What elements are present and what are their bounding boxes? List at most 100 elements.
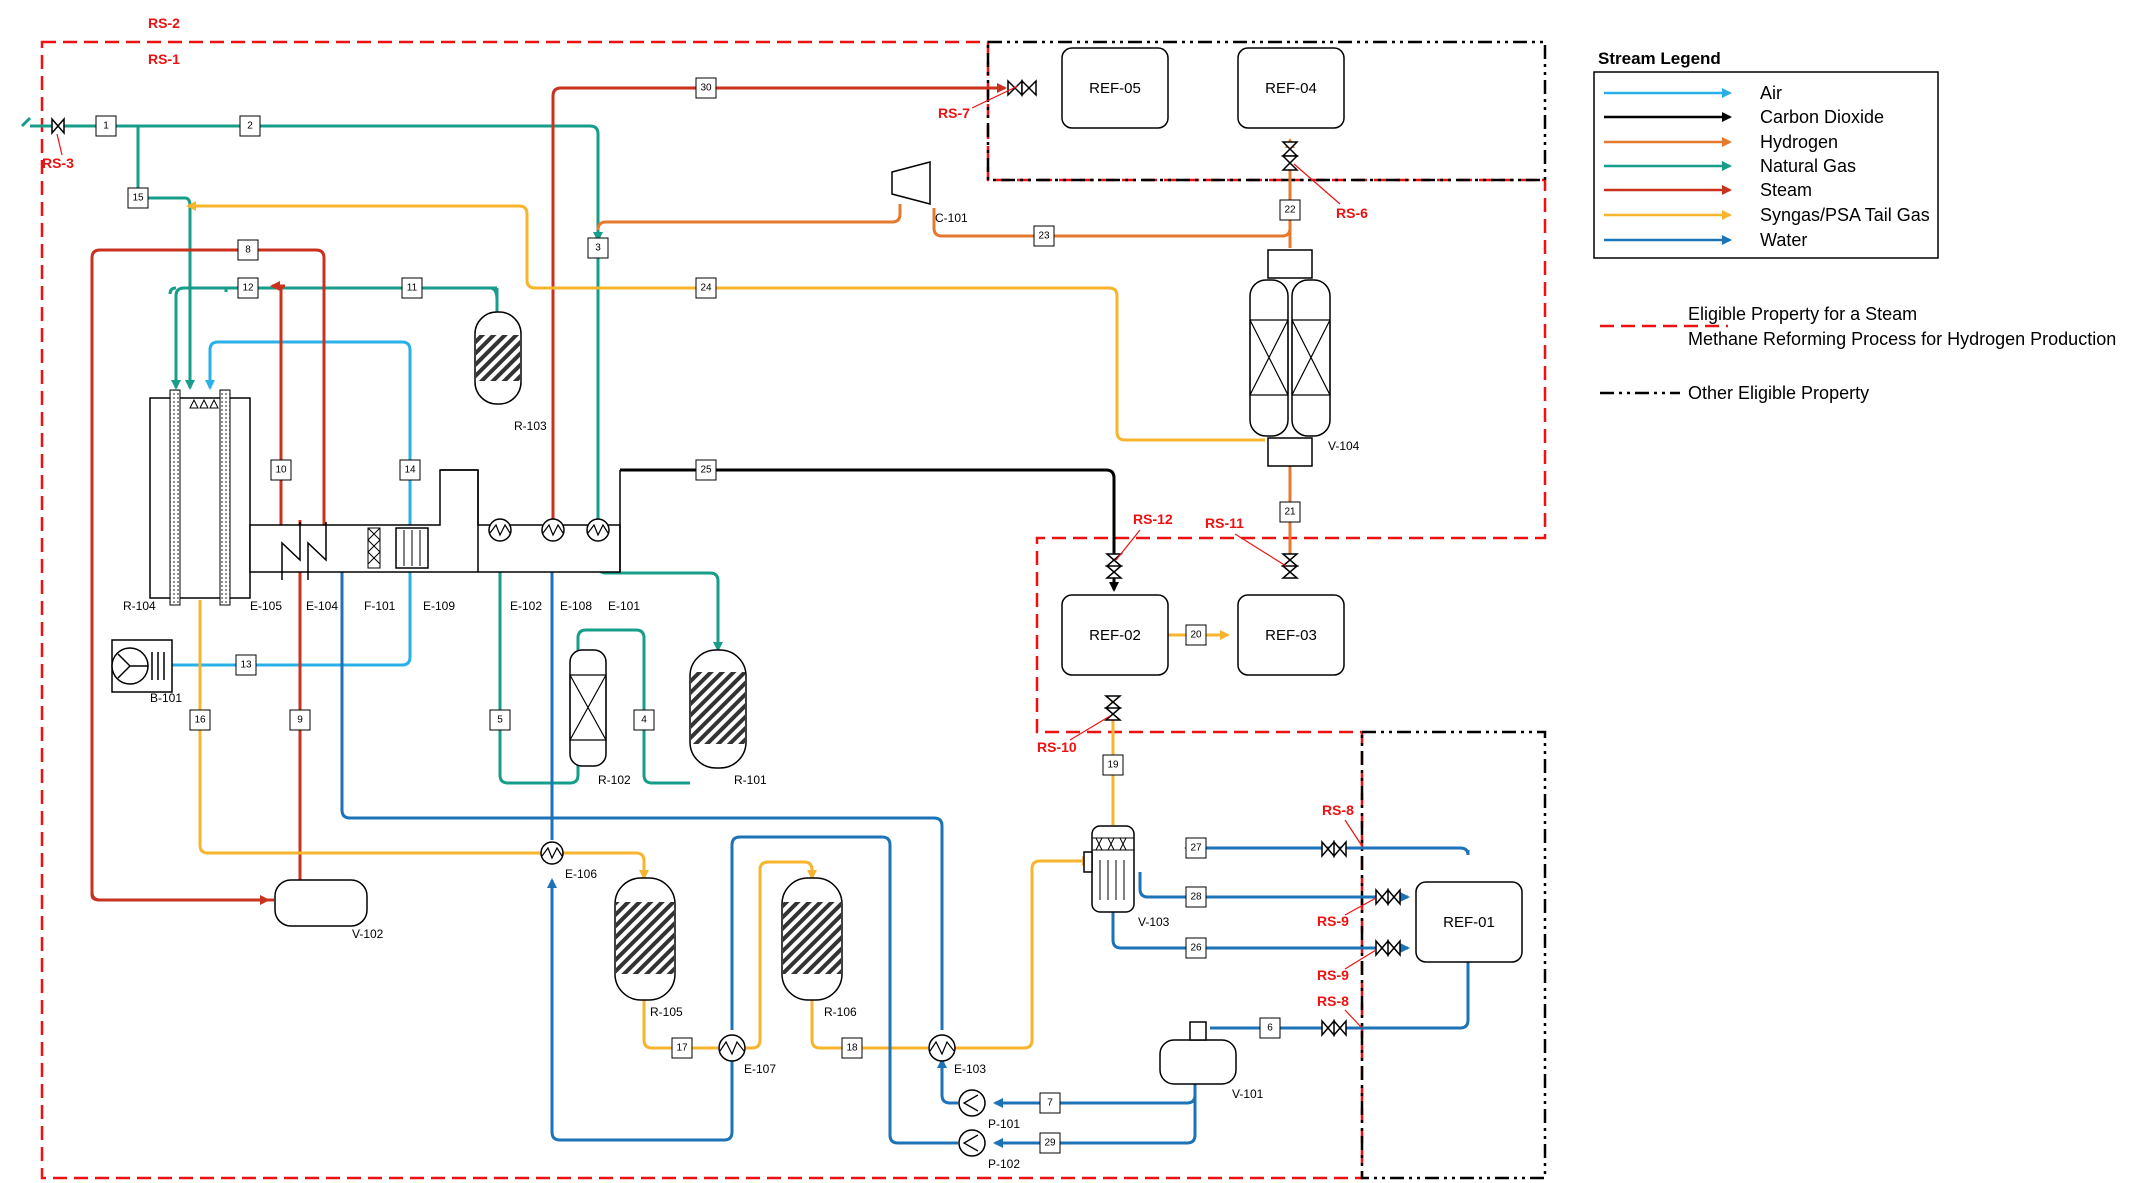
ref-04-box[interactable] <box>1237 47 1345 129</box>
label-v104: V-104 <box>1328 439 1360 453</box>
stream-28: 28 <box>1185 886 1207 908</box>
stream-3-label: 3 <box>595 243 601 254</box>
blower-b101-blades <box>117 653 148 679</box>
stream-17: 17 <box>671 1037 693 1059</box>
exchanger-e101[interactable] <box>586 518 610 542</box>
ref-03-box[interactable] <box>1237 594 1345 676</box>
pipe-water-26 <box>1111 912 1410 953</box>
reformer-furnace-r104[interactable] <box>149 397 251 599</box>
stream-29: 29 <box>1039 1132 1061 1154</box>
stream-10: 10 <box>270 459 292 481</box>
pipe-ng-main <box>30 124 603 242</box>
pipe-water-e103-out <box>337 543 944 1030</box>
reactor-r106-bed <box>783 902 841 974</box>
equipment <box>111 47 1523 1157</box>
exchanger-e102[interactable] <box>488 518 512 542</box>
label-v102: V-102 <box>352 927 384 941</box>
ref-05-box[interactable] <box>1061 47 1169 129</box>
rs-8a-leader <box>1344 819 1363 847</box>
valve-rs8b[interactable] <box>1321 1018 1347 1038</box>
label-e103: E-103 <box>954 1062 986 1076</box>
stream-13: 13 <box>235 654 257 676</box>
pipe-water-27 <box>1184 843 1470 856</box>
exchanger-e102-zig <box>489 523 511 537</box>
valve-rs6[interactable] <box>1281 141 1299 157</box>
rs-9a-label: RS-9 <box>1317 913 1349 929</box>
stream-19: 19 <box>1102 754 1124 776</box>
exchanger-e103[interactable] <box>928 1034 956 1062</box>
rs-6-label: RS-6 <box>1336 205 1368 221</box>
legend-item-steam: Steam <box>1604 180 1812 200</box>
label-p102: P-102 <box>988 1157 1020 1171</box>
valve-rs10[interactable] <box>1103 695 1123 721</box>
pump-p101-tri <box>962 1094 979 1112</box>
stream-8: 8 <box>237 239 259 261</box>
legend-item-co2: Carbon Dioxide <box>1604 107 1884 127</box>
label-e102: E-102 <box>510 599 542 613</box>
psa-v104-top[interactable] <box>1267 249 1313 279</box>
rs-6-leader <box>1293 163 1341 205</box>
rs-7-leader <box>971 85 1019 109</box>
stream-28-label: 28 <box>1190 892 1202 903</box>
legend-label-natural-gas: Natural Gas <box>1760 156 1856 176</box>
stream-27-label: 27 <box>1190 843 1202 854</box>
ref-05-label: REF-05 <box>1089 80 1141 97</box>
label-r101: R-101 <box>734 773 767 787</box>
exchanger-e107[interactable] <box>718 1034 746 1062</box>
stream-26-label: 26 <box>1190 943 1202 954</box>
vessel-v103-internals <box>1092 837 1134 900</box>
legend-label-hydrogen: Hydrogen <box>1760 132 1838 152</box>
valve-rs9a[interactable] <box>1375 887 1401 907</box>
legend-boundary-eligible-line1: Eligible Property for a Steam <box>1688 304 1917 324</box>
stream-11-label: 11 <box>407 283 418 294</box>
pump-p101[interactable] <box>958 1089 986 1117</box>
stream-legend: Stream Legend Air Carbon Dioxide Hydroge… <box>1593 49 2116 403</box>
vessel-v103-inlet <box>1083 851 1093 873</box>
label-r103: R-103 <box>514 419 547 433</box>
pipe-syn-e103 <box>954 856 1092 1050</box>
valve-rs8a[interactable] <box>1321 839 1347 859</box>
reformer-tube-left <box>169 389 181 606</box>
pipe-syn-16 <box>198 600 649 880</box>
psa-v104-bottom[interactable] <box>1267 437 1313 467</box>
pump-p102-tri <box>962 1134 979 1152</box>
stream-18-label: 18 <box>846 1043 858 1054</box>
ref-01-box[interactable] <box>1415 881 1523 963</box>
drum-v102[interactable] <box>274 879 368 927</box>
valve-rs7b[interactable] <box>1021 79 1037 97</box>
stream-16: 16 <box>189 709 211 731</box>
valve-feed[interactable] <box>51 116 65 136</box>
pipe-syn-17 <box>642 1000 718 1050</box>
pipe-ng-3 <box>589 240 600 530</box>
stream-13-label: 13 <box>240 660 252 671</box>
rs-8a-label: RS-8 <box>1322 802 1354 818</box>
stream-15-label: 15 <box>132 193 144 204</box>
compressor-c101[interactable] <box>891 161 931 205</box>
stream-5-label: 5 <box>497 715 503 726</box>
reactor-r105-bed <box>616 902 674 974</box>
stream-8-label: 8 <box>245 245 251 256</box>
legend-label-steam: Steam <box>1760 180 1812 200</box>
stream-27: 27 <box>1185 837 1207 859</box>
tank-v101[interactable] <box>1159 1039 1237 1085</box>
exchanger-e101-zig <box>587 523 609 537</box>
tank-v101-nozzle <box>1189 1021 1207 1041</box>
pipe-water-29 <box>993 1070 1197 1148</box>
stream-29-label: 29 <box>1044 1138 1056 1149</box>
rs-labels: RS-2 RS-1 RS-3 RS-7 RS-6 RS-12 RS-11 RS-… <box>42 15 1377 1029</box>
ref-03-label: REF-03 <box>1265 627 1317 644</box>
pump-p102[interactable] <box>958 1129 986 1157</box>
label-e105: E-105 <box>250 599 282 613</box>
filter-f101[interactable] <box>367 527 381 569</box>
exchanger-e107-zig <box>719 1040 745 1056</box>
valve-rs9b[interactable] <box>1375 938 1401 958</box>
stream-16-label: 16 <box>194 715 206 726</box>
valve-rs12[interactable] <box>1104 553 1124 579</box>
label-v101: V-101 <box>1232 1087 1264 1101</box>
exchanger-e108[interactable] <box>541 518 565 542</box>
ref-02-box[interactable] <box>1061 594 1169 676</box>
stream-7: 7 <box>1039 1092 1061 1114</box>
valve-rs11[interactable] <box>1280 553 1300 579</box>
valve-rs6b[interactable] <box>1281 155 1299 171</box>
exchanger-e106[interactable] <box>540 841 564 865</box>
